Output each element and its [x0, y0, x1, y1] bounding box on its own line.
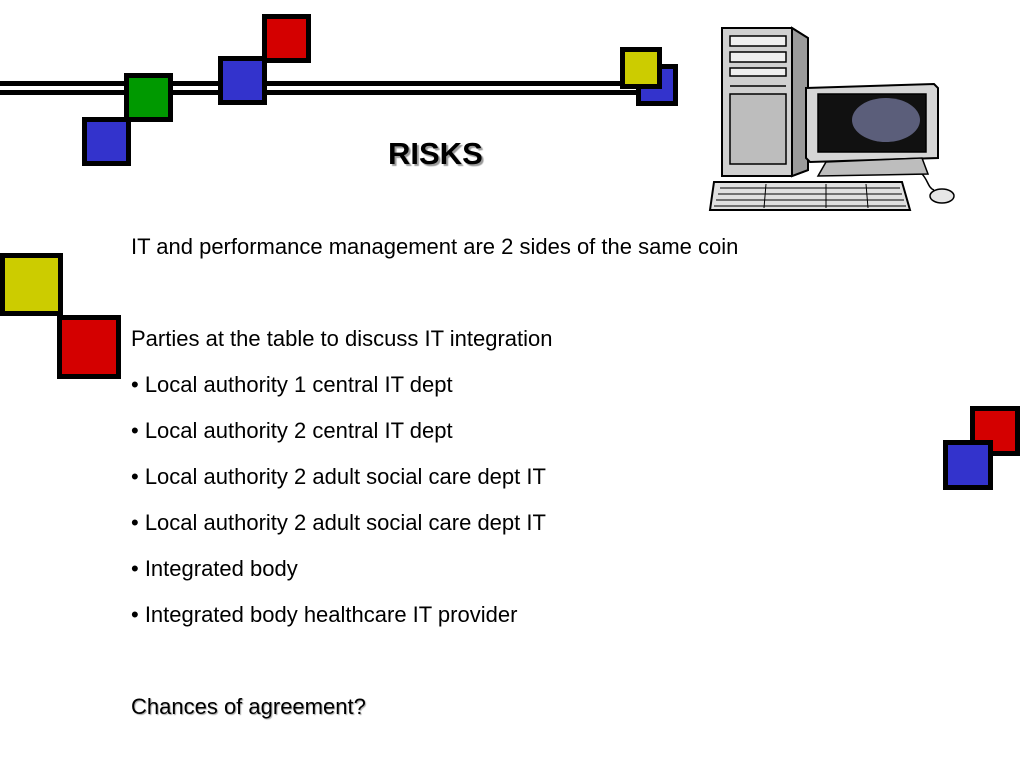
bullet-item: • Integrated body healthcare IT provider [131, 602, 518, 627]
decor-square-blue [82, 117, 131, 166]
decor-square-blue [943, 440, 993, 490]
decor-square-red [57, 315, 121, 379]
parties-heading: Parties at the table to discuss IT integ… [131, 326, 553, 351]
bullet-item: • Local authority 2 central IT dept [131, 418, 453, 443]
bullet-item: • Local authority 1 central IT dept [131, 372, 453, 397]
bullet-item: • Local authority 2 adult social care de… [131, 510, 546, 535]
bullet-item: • Local authority 2 adult social care de… [131, 464, 546, 489]
closing-question: Chances of agreement? [131, 694, 366, 719]
decor-square-green [124, 73, 173, 122]
intro-text: IT and performance management are 2 side… [131, 234, 739, 259]
decor-square-blue [218, 56, 267, 105]
bullet-item: • Integrated body [131, 556, 298, 581]
decor-square-red [970, 406, 1020, 456]
decor-square-yellow [620, 47, 662, 89]
slide-title: RISKS [388, 136, 483, 171]
decor-square-yellow [0, 253, 63, 316]
decor-square-red [262, 14, 311, 63]
decor-rail-highlight [0, 86, 640, 90]
computer-clipart-icon [708, 26, 955, 211]
